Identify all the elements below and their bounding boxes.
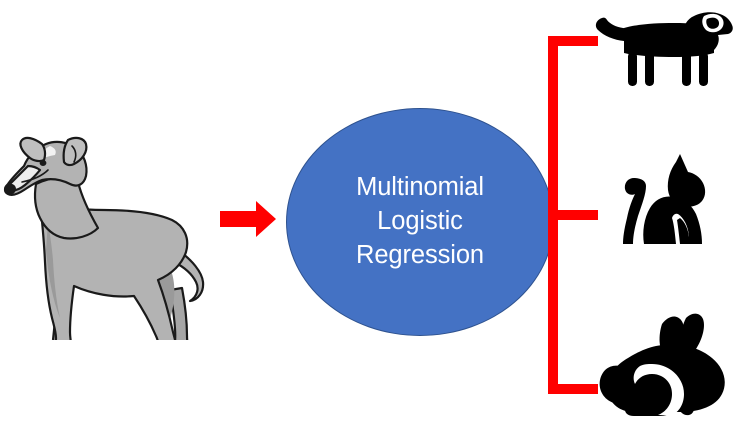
greyhound-nose bbox=[4, 183, 16, 195]
model-node[interactable]: Multinomial Logistic Regression bbox=[286, 108, 554, 336]
greyhound-eye bbox=[39, 160, 47, 166]
bracket-branch-bottom bbox=[548, 384, 598, 394]
output-class-rabbit[interactable] bbox=[594, 312, 734, 416]
bracket-icon bbox=[548, 36, 598, 394]
output-class-cat[interactable] bbox=[608, 142, 724, 248]
model-ellipse-shape bbox=[286, 108, 554, 336]
dog-icon bbox=[595, 12, 733, 86]
greyhound-icon bbox=[3, 136, 205, 340]
cat-icon bbox=[623, 154, 706, 244]
output-class-dog[interactable] bbox=[594, 2, 734, 88]
bracket-branch-top bbox=[548, 36, 598, 46]
bracket-branch-middle bbox=[548, 210, 598, 220]
flow-arrow bbox=[218, 198, 278, 240]
rabbit-haunch-detail bbox=[633, 364, 684, 415]
input-greyhound-illustration bbox=[2, 122, 220, 340]
rabbit-icon bbox=[599, 313, 725, 416]
output-bracket bbox=[545, 30, 605, 400]
right-arrow-icon bbox=[220, 201, 276, 237]
